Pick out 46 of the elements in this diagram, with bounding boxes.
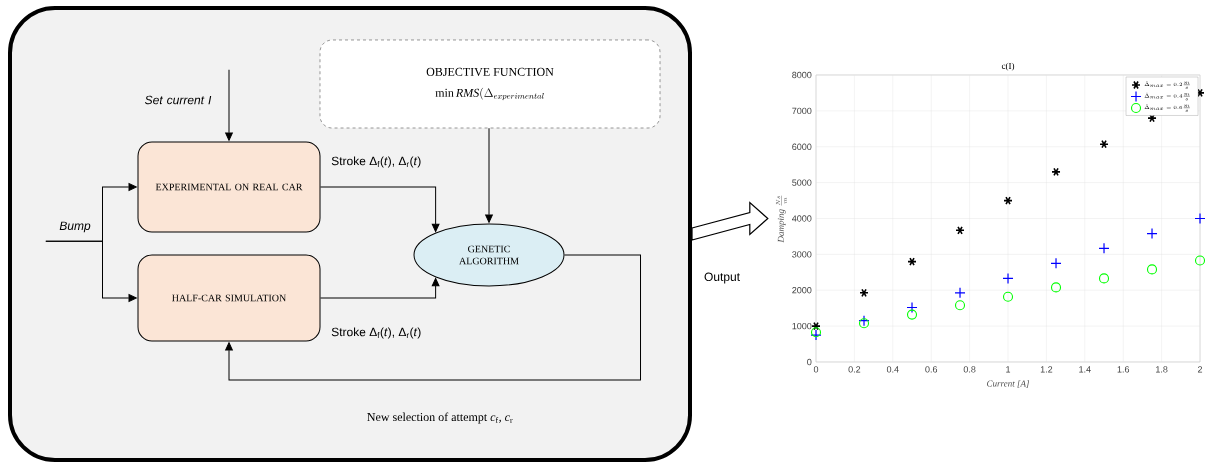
tick-label: 0: [807, 358, 812, 366]
tick-label: 0: [813, 366, 819, 373]
tick-label: 5000: [792, 179, 812, 186]
edge-label: Output: [703, 271, 741, 285]
axis-label: Current [A]: [987, 380, 1030, 388]
axis-label: $\mathit{Damping}\ \frac{Ns}{m}$: [775, 195, 787, 243]
tick-label: 1: [1006, 366, 1011, 373]
legend-entry: $\dot{\Delta}_{max} = 0.6\frac{m}{s}$: [1130, 102, 1190, 114]
arrow: [691, 201, 769, 241]
tick-label: 0.6: [925, 366, 938, 373]
tick-label: 1.8: [1156, 366, 1168, 373]
edge-label: Stroke Δ$_{f}$(t), Δ$_{r}$(t): [330, 326, 423, 340]
legend-entry: $\dot{\Delta}_{max} = 0.2\frac{m}{s}$: [1131, 80, 1190, 90]
arrow: [485, 127, 493, 223]
tick-label: 6000: [792, 143, 812, 150]
tick-label: 0.8: [963, 366, 976, 373]
tick-label: 2: [1197, 366, 1203, 373]
tick-label: 4000: [792, 215, 812, 222]
input-label: Set current I: [145, 95, 212, 105]
arrow: [320, 278, 440, 299]
legend-entry: $\dot{\Delta}_{max} = 0.4\frac{m}{s}$: [1130, 90, 1190, 103]
legend-label: $\dot{\Delta}_{max} = 0.2\frac{m}{s}$: [1144, 81, 1190, 89]
objective-box: OBJECTIVE FUNCTION $\min \mathit{RMS}\bigl(\Delta_{experimental}$: [319, 39, 661, 129]
legend-label: $\dot{\Delta}_{max} = 0.6\frac{m}{s}$: [1144, 104, 1190, 112]
arrow: [225, 69, 233, 141]
tick-label: 1.2: [1040, 366, 1053, 373]
scatter-chart: [775, 62, 1206, 388]
arrow: [320, 186, 440, 232]
tick-label: 3000: [792, 251, 812, 258]
process-box: EXPERIMENTAL ON REAL CAR: [137, 141, 321, 233]
tick-label: 7000: [792, 107, 812, 115]
arrow: [45, 240, 137, 302]
tick-label: 2000: [792, 287, 812, 294]
tick-label: 1.6: [1117, 366, 1130, 373]
process-box: HALF-CAR SIMULATION: [137, 254, 321, 342]
tick-label: 0.2: [848, 366, 861, 373]
tick-label: 0.4: [886, 366, 899, 373]
arrow: [225, 254, 641, 381]
legend-label: $\dot{\Delta}_{max} = 0.4\frac{m}{s}$: [1144, 92, 1190, 101]
edge-label: New selection of attempt c$_{f}$, c$_{r}$: [365, 411, 515, 425]
input-label: Bump: [59, 221, 91, 233]
edge-label: Stroke Δ$_{f}$(t), Δ$_{r}$(t): [330, 155, 423, 169]
chart-title: c(I): [1001, 62, 1015, 71]
tick-label: 8000: [792, 71, 812, 79]
tick-label: 1.4: [1079, 366, 1091, 373]
tick-label: 1000: [792, 322, 812, 330]
